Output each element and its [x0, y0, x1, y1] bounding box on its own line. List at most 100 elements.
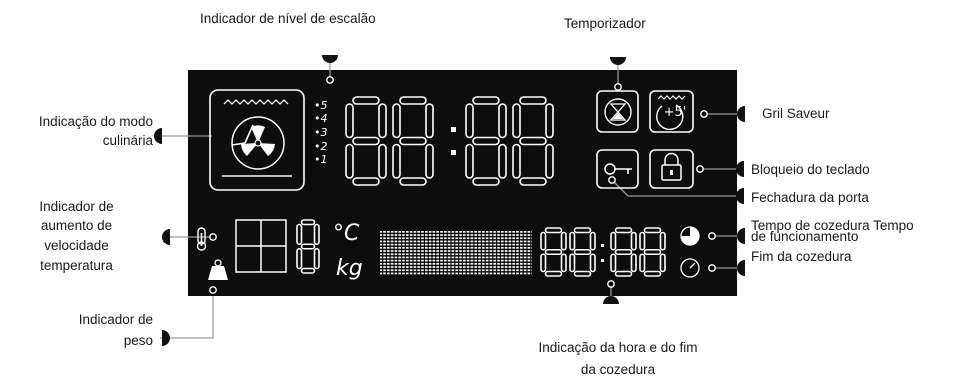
digit-segment [544, 248, 563, 256]
digit-segment [345, 143, 354, 179]
bar-row [380, 240, 532, 243]
bar-gap [454, 230, 456, 277]
temperature-digit [296, 219, 320, 274]
bar-gap [511, 230, 513, 277]
cooking-time-digits [540, 227, 666, 277]
digit-segment [352, 177, 380, 186]
digit-segment [519, 96, 547, 105]
weight-label-line2: peso [123, 333, 153, 348]
temp-label-line4: temperatura [40, 258, 113, 273]
bar-gap [439, 230, 441, 277]
clock-label-line2: da cozedura [580, 362, 656, 377]
bar-row [380, 237, 532, 240]
bar-gap [446, 230, 448, 277]
digit-segment [630, 231, 637, 251]
bar-gap [492, 230, 494, 277]
digit-segment [614, 227, 633, 234]
hourglass-icon [596, 90, 639, 133]
bar-row [380, 259, 532, 262]
digit-segment [643, 270, 662, 277]
digit-segment [498, 103, 507, 139]
digit-segment [545, 143, 554, 179]
bar-gap [382, 230, 384, 277]
digit-segment [544, 227, 563, 234]
digit-segment [296, 223, 303, 246]
bar-row [380, 253, 532, 256]
digit-segment [643, 248, 662, 256]
operating-time-label: de funcionamento [751, 229, 859, 244]
digit-segment [472, 177, 500, 186]
digit-segment [392, 103, 401, 139]
digit-segment [512, 143, 521, 179]
digit-segment [472, 96, 500, 105]
bar-gap [423, 230, 425, 277]
bar-gap [431, 230, 433, 277]
digit-segment [569, 253, 576, 273]
bar-gap [515, 230, 517, 277]
digit-segment [300, 267, 316, 274]
bar-row [380, 247, 532, 249]
bar-row [380, 234, 532, 236]
digit-segment [569, 231, 576, 251]
bar-gap [404, 230, 406, 277]
digit-segment [512, 103, 521, 139]
weight-label-line1: Indicador de [78, 312, 153, 327]
callout-caps [154, 55, 745, 346]
digit-segment [589, 253, 596, 273]
digit-segment [639, 231, 646, 251]
digit-segment [399, 96, 427, 105]
bar-gap [450, 230, 452, 277]
digit-segment [352, 136, 380, 146]
callout-lines [160, 62, 738, 339]
digit-segment [573, 227, 592, 234]
bar-gap [469, 230, 471, 277]
digit-segment [643, 227, 662, 234]
thermometer-icon [196, 227, 207, 251]
bar-gap [458, 230, 460, 277]
bar-gap [488, 230, 490, 277]
bar-row [380, 263, 532, 265]
bar-gap [416, 230, 418, 277]
bar-gap [499, 230, 501, 277]
digit-segment [345, 103, 354, 139]
digit-segment [630, 253, 637, 273]
digit-segment [540, 253, 547, 273]
celsius-unit: °C [333, 221, 360, 246]
bar-gap [401, 230, 403, 277]
keylock-label: Bloqueio do teclado [751, 162, 870, 177]
level-3: •3 [314, 126, 328, 139]
bar-gap [397, 230, 399, 277]
bar-gap [461, 230, 463, 277]
weight-icon [208, 259, 228, 280]
level-1: •1 [314, 153, 328, 166]
bar-gap [522, 230, 524, 277]
level-2: •2 [314, 140, 328, 153]
digit-segment [610, 253, 617, 273]
cooking-mode-box [209, 89, 305, 191]
bar-row [380, 266, 532, 268]
bar-gap [393, 230, 395, 277]
temp-label-line1: Indicador de [39, 199, 114, 214]
main-colon [451, 127, 456, 155]
cooking-time-label: Tempo de cozedura Tempo [751, 218, 914, 233]
grill-plus5-icon [649, 90, 694, 133]
bar-row [380, 243, 532, 246]
temp-label-line3: velocidade [44, 238, 109, 253]
bar-gap [408, 230, 410, 277]
digit-segment [659, 253, 666, 273]
level-indicator-label: Indicador de nível de escalão [200, 11, 376, 26]
digit-segment [544, 270, 563, 277]
doorlock-label: Fechadura da porta [751, 190, 869, 205]
bar-gap [518, 230, 520, 277]
digit-segment [519, 136, 547, 146]
digit-segment [352, 96, 380, 105]
pie-icon [680, 226, 700, 246]
clock-label-line1: Indicação da hora e do fim [538, 340, 698, 355]
bar-gap [435, 230, 437, 277]
digit-segment [465, 103, 474, 139]
plus5-text: +5' [663, 105, 687, 120]
digit-segment [300, 243, 316, 250]
bar-gap [477, 230, 479, 277]
digit-segment [399, 136, 427, 146]
